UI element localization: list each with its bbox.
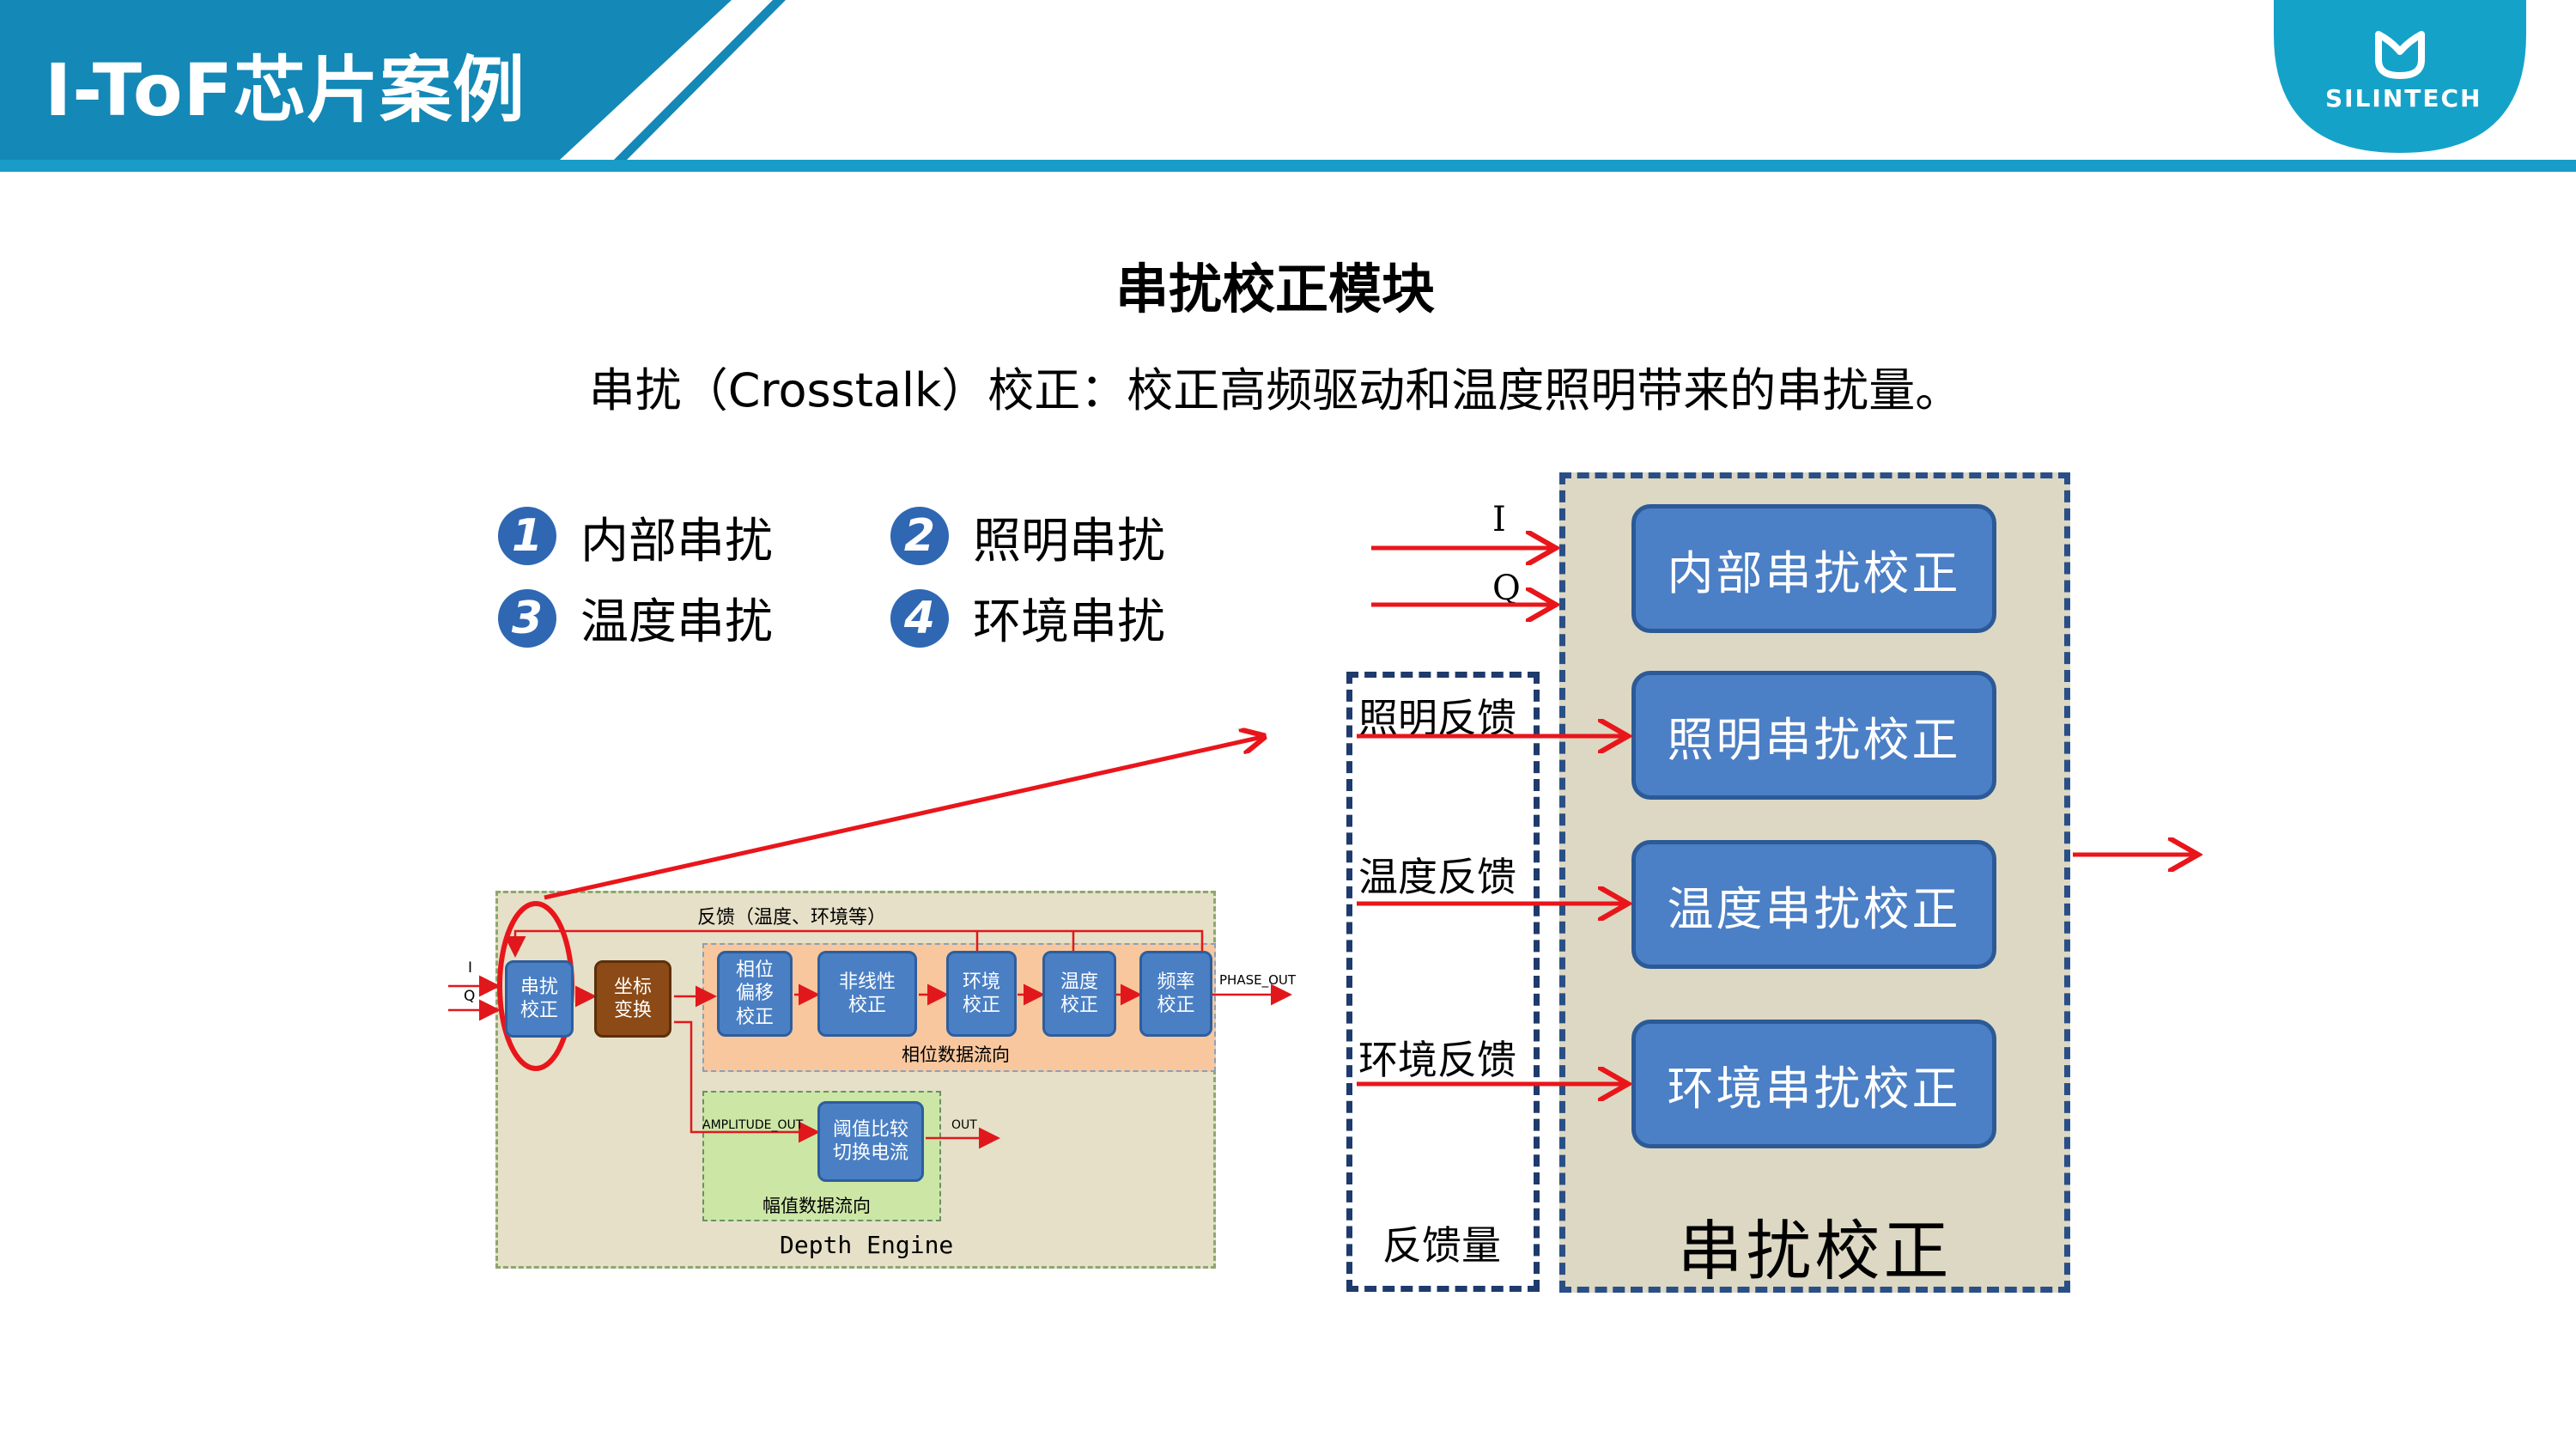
phase-offset-block: 相位 偏移 校正 xyxy=(717,951,793,1037)
big-input-q: Q xyxy=(1492,569,1521,608)
feedback-loop-label: 反馈（温度、环境等） xyxy=(697,907,887,928)
legend-number-4: 4 xyxy=(890,589,949,648)
small-input-q: Q xyxy=(464,988,476,1005)
crosstalk-block-small: 串扰 校正 xyxy=(505,960,574,1038)
legend-label-4: 环境串扰 xyxy=(973,594,1165,650)
depth-engine-label: Depth Engine xyxy=(780,1231,954,1259)
illumination-feedback-label: 照明反馈 xyxy=(1358,695,1516,741)
nonlinear-block: 非线性 校正 xyxy=(817,951,917,1037)
feedback-quantity-label: 反馈量 xyxy=(1382,1222,1501,1269)
header-banner xyxy=(0,0,2576,172)
crosstalk-main-label: 串扰校正 xyxy=(1677,1213,1953,1289)
threshold-block: 阈值比较 切换电流 xyxy=(817,1101,924,1182)
amplitude-out-label: OUT xyxy=(951,1118,977,1132)
legend-number-3: 3 xyxy=(498,589,556,648)
amplitude-in-label: AMPLITUDE_OUT xyxy=(702,1118,804,1132)
legend-label-2: 照明串扰 xyxy=(973,514,1165,569)
feedback-container xyxy=(1346,672,1540,1292)
ambient-feedback-label: 环境反馈 xyxy=(1358,1037,1516,1083)
phase-flow-label: 相位数据流向 xyxy=(902,1044,1010,1065)
temperature-feedback-label: 温度反馈 xyxy=(1358,854,1516,900)
temperature-crosstalk-block: 温度串扰校正 xyxy=(1631,840,1996,969)
page-title: I-ToF芯片案例 xyxy=(45,48,526,132)
illumination-crosstalk-block: 照明串扰校正 xyxy=(1631,671,1996,800)
phase-out-label: PHASE_OUT xyxy=(1219,972,1297,988)
coord-transform-block: 坐标 变换 xyxy=(594,960,671,1038)
section-title: 串扰校正模块 xyxy=(1115,258,1435,320)
temp-correct-block: 温度 校正 xyxy=(1042,951,1116,1037)
big-input-i: I xyxy=(1492,500,1506,539)
section-subtitle: 串扰（Crosstalk）校正：校正高频驱动和温度照明带来的串扰量。 xyxy=(588,363,1962,417)
ambient-crosstalk-block: 环境串扰校正 xyxy=(1631,1020,1996,1148)
legend-label-3: 温度串扰 xyxy=(580,594,773,650)
internal-crosstalk-block: 内部串扰校正 xyxy=(1631,504,1996,633)
logo-icon xyxy=(2375,31,2425,79)
legend-label-1: 内部串扰 xyxy=(580,514,773,569)
legend-number-1: 1 xyxy=(498,507,556,565)
freq-correct-block: 频率 校正 xyxy=(1139,951,1212,1037)
logo-badge xyxy=(2274,0,2526,153)
small-input-i: I xyxy=(468,959,473,977)
legend-number-2: 2 xyxy=(890,507,949,565)
logo-text: SILINTECH xyxy=(2325,84,2482,113)
amplitude-flow-label: 幅值数据流向 xyxy=(762,1196,871,1216)
ambient-correct-block: 环境 校正 xyxy=(946,951,1017,1037)
